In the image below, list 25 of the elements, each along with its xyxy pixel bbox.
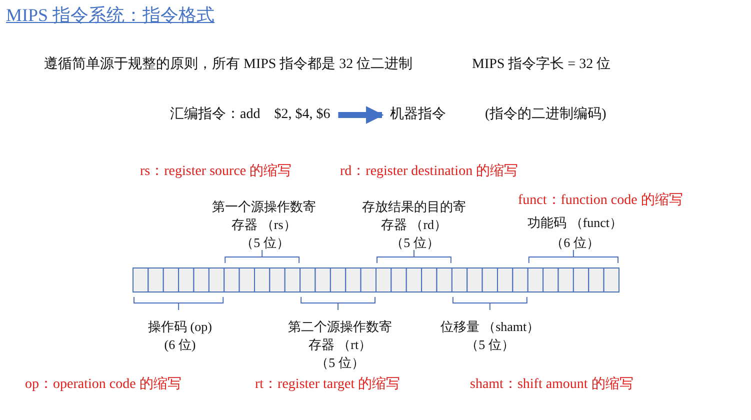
abbreviation-note: shamt：shift amount 的缩写 xyxy=(470,376,634,394)
abbreviation-note: rd：register destination 的缩写 xyxy=(340,163,518,181)
note-text: (指令的二进制编码) xyxy=(485,106,606,124)
instruction-text: 机器指令 xyxy=(390,106,446,124)
note-text: MIPS 指令字长 = 32 位 xyxy=(472,56,611,74)
field-label: 功能码 （funct） xyxy=(526,214,624,232)
field-label: 位移量 （shamt） xyxy=(439,318,541,336)
instruction-text: 汇编指令：add $2, $4, $6 xyxy=(170,106,330,124)
arrow xyxy=(338,106,384,124)
field-label: （5 位） xyxy=(464,336,516,354)
slide-title: MIPS 指令系统：指令格式 xyxy=(6,4,215,27)
abbreviation-note: funct：function code 的缩写 xyxy=(518,192,683,210)
field-label: （6 位） xyxy=(550,234,600,252)
field-label: （5 位） xyxy=(314,354,366,372)
abbreviation-note: rt：register target 的缩写 xyxy=(255,376,400,394)
field-label: 第一个源操作数寄存器 （rs） xyxy=(212,198,316,234)
field-label: （5 位） xyxy=(390,234,440,252)
abbreviation-note: op：operation code 的缩写 xyxy=(25,376,182,394)
field-label: 存放结果的目的寄存器 （rd） xyxy=(362,198,466,234)
field-label: （5 位） xyxy=(240,234,290,252)
field-label: 第二个源操作数寄存器 （rt） xyxy=(288,318,392,354)
field-label: 操作码 (op) xyxy=(147,318,213,336)
note-text: 遵循简单源于规整的原则，所有 MIPS 指令都是 32 位二进制 xyxy=(44,56,413,74)
abbreviation-note: rs：register source 的缩写 xyxy=(140,163,292,181)
field-label: (6 位) xyxy=(163,336,197,354)
